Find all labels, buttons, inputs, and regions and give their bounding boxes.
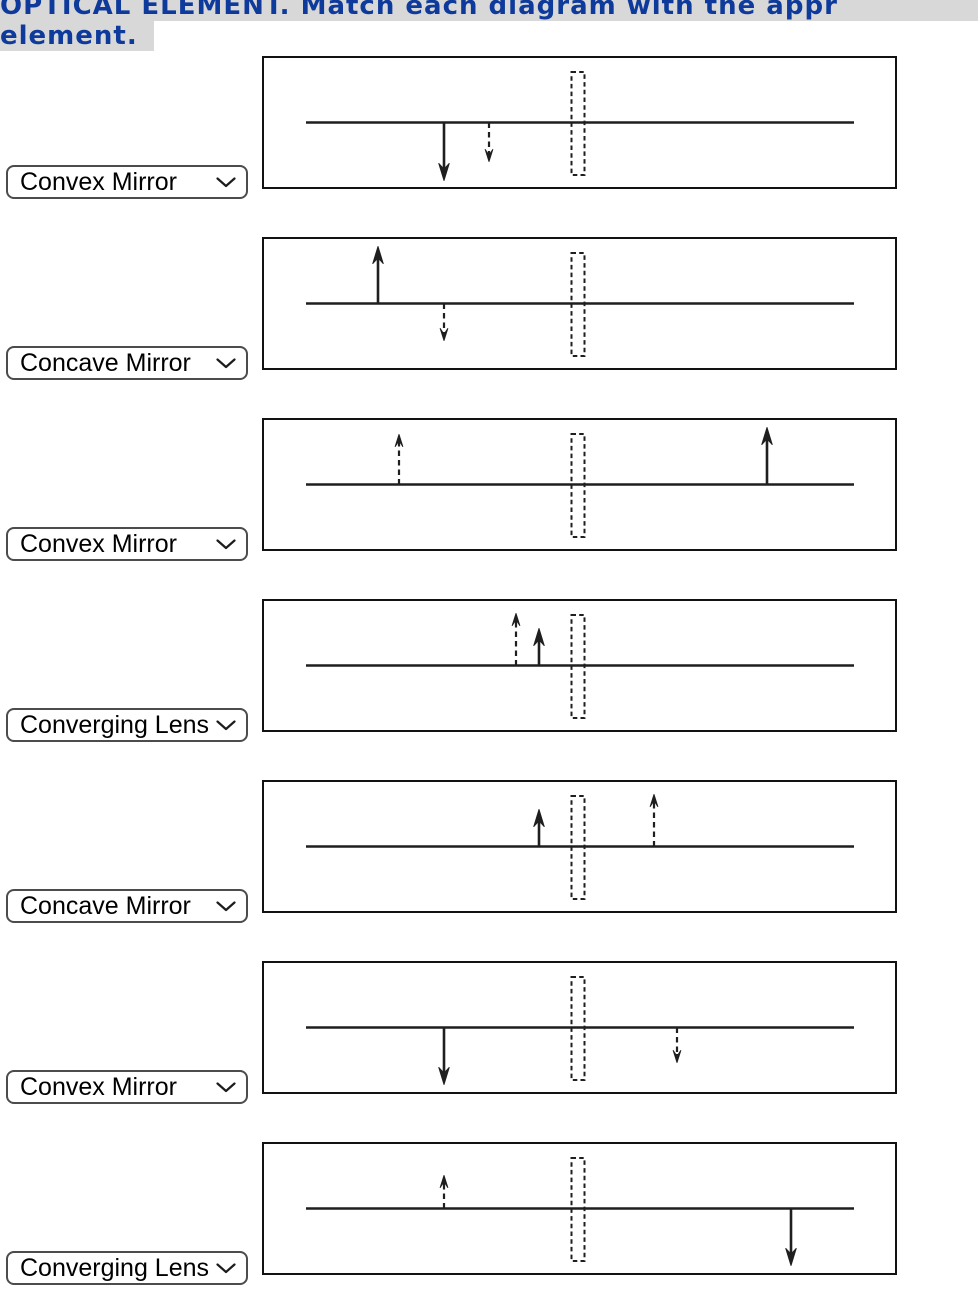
optical-element-select[interactable]: Converging Lens: [6, 708, 248, 742]
solid-up-arrow: [372, 246, 384, 304]
chevron-down-icon: [216, 176, 236, 187]
optical-element-select-value: Convex Mirror: [20, 529, 177, 558]
title-line-2: element.: [0, 21, 154, 51]
chevron-down-icon: [216, 719, 236, 730]
dashed-up-arrow: [511, 613, 521, 666]
optical-element-select-value: Concave Mirror: [20, 348, 191, 377]
dashed-up-arrow: [649, 794, 659, 847]
question-row: Concave Mirror: [0, 237, 978, 380]
optical-element-select[interactable]: Converging Lens: [6, 1251, 248, 1285]
optical-element-select[interactable]: Concave Mirror: [6, 889, 248, 923]
chevron-down-icon: [216, 900, 236, 911]
title-line-1: OPTICAL ELEMENT. Match each diagram with…: [0, 0, 978, 21]
dashed-down-arrow: [672, 1027, 682, 1063]
dashed-down-arrow: [439, 303, 449, 341]
solid-down-arrow: [785, 1208, 797, 1266]
chevron-down-icon: [216, 1081, 236, 1092]
optics-diagram-canvas: [306, 1157, 854, 1266]
optical-element-rect: [570, 71, 586, 176]
optics-diagram-canvas: [306, 613, 854, 719]
optics-diagram-canvas: [306, 794, 854, 900]
optics-diagram: [262, 237, 897, 370]
optical-element-rect: [570, 614, 586, 719]
page-title: OPTICAL ELEMENT. Match each diagram with…: [0, 0, 978, 51]
question-row: Converging Lens: [0, 1142, 978, 1285]
dashed-up-arrow: [439, 1175, 449, 1209]
question-row: Convex Mirror: [0, 418, 978, 561]
optics-diagram: [262, 1142, 897, 1275]
solid-down-arrow: [438, 122, 450, 181]
optics-diagram: [262, 780, 897, 913]
optical-element-select-value: Converging Lens: [20, 1253, 210, 1282]
optical-element-rect: [570, 252, 586, 357]
dashed-up-arrow: [394, 434, 404, 485]
optics-diagram: [262, 418, 897, 551]
optical-element-select[interactable]: Convex Mirror: [6, 165, 248, 199]
question-row: Converging Lens: [0, 599, 978, 742]
question-rows: Convex Mirror Concave Mirror Convex Mirr…: [0, 56, 978, 1285]
optics-diagram-canvas: [306, 71, 854, 181]
optical-element-rect: [570, 976, 586, 1081]
optical-element-select[interactable]: Convex Mirror: [6, 527, 248, 561]
optics-diagram: [262, 56, 897, 189]
optical-element-select-value: Converging Lens: [20, 710, 210, 739]
chevron-down-icon: [216, 1262, 236, 1273]
optical-element-rect: [570, 433, 586, 538]
optics-diagram-canvas: [306, 246, 854, 357]
optical-element-select-value: Convex Mirror: [20, 167, 177, 196]
optics-diagram: [262, 961, 897, 1094]
dashed-down-arrow: [484, 122, 494, 162]
question-row: Concave Mirror: [0, 780, 978, 923]
solid-up-arrow: [533, 809, 545, 847]
solid-down-arrow: [438, 1027, 450, 1085]
optical-element-select[interactable]: Concave Mirror: [6, 346, 248, 380]
question-row: Convex Mirror: [0, 961, 978, 1104]
chevron-down-icon: [216, 357, 236, 368]
solid-up-arrow: [533, 628, 545, 666]
optical-element-select[interactable]: Convex Mirror: [6, 1070, 248, 1104]
question-row: Convex Mirror: [0, 56, 978, 199]
optics-diagram: [262, 599, 897, 732]
chevron-down-icon: [216, 538, 236, 549]
optics-diagram-canvas: [306, 427, 854, 538]
optical-element-select-value: Concave Mirror: [20, 891, 191, 920]
optics-diagram-canvas: [306, 976, 854, 1085]
optical-element-rect: [570, 1157, 586, 1262]
optical-element-select-value: Convex Mirror: [20, 1072, 177, 1101]
solid-up-arrow: [761, 427, 773, 485]
optical-element-rect: [570, 795, 586, 900]
